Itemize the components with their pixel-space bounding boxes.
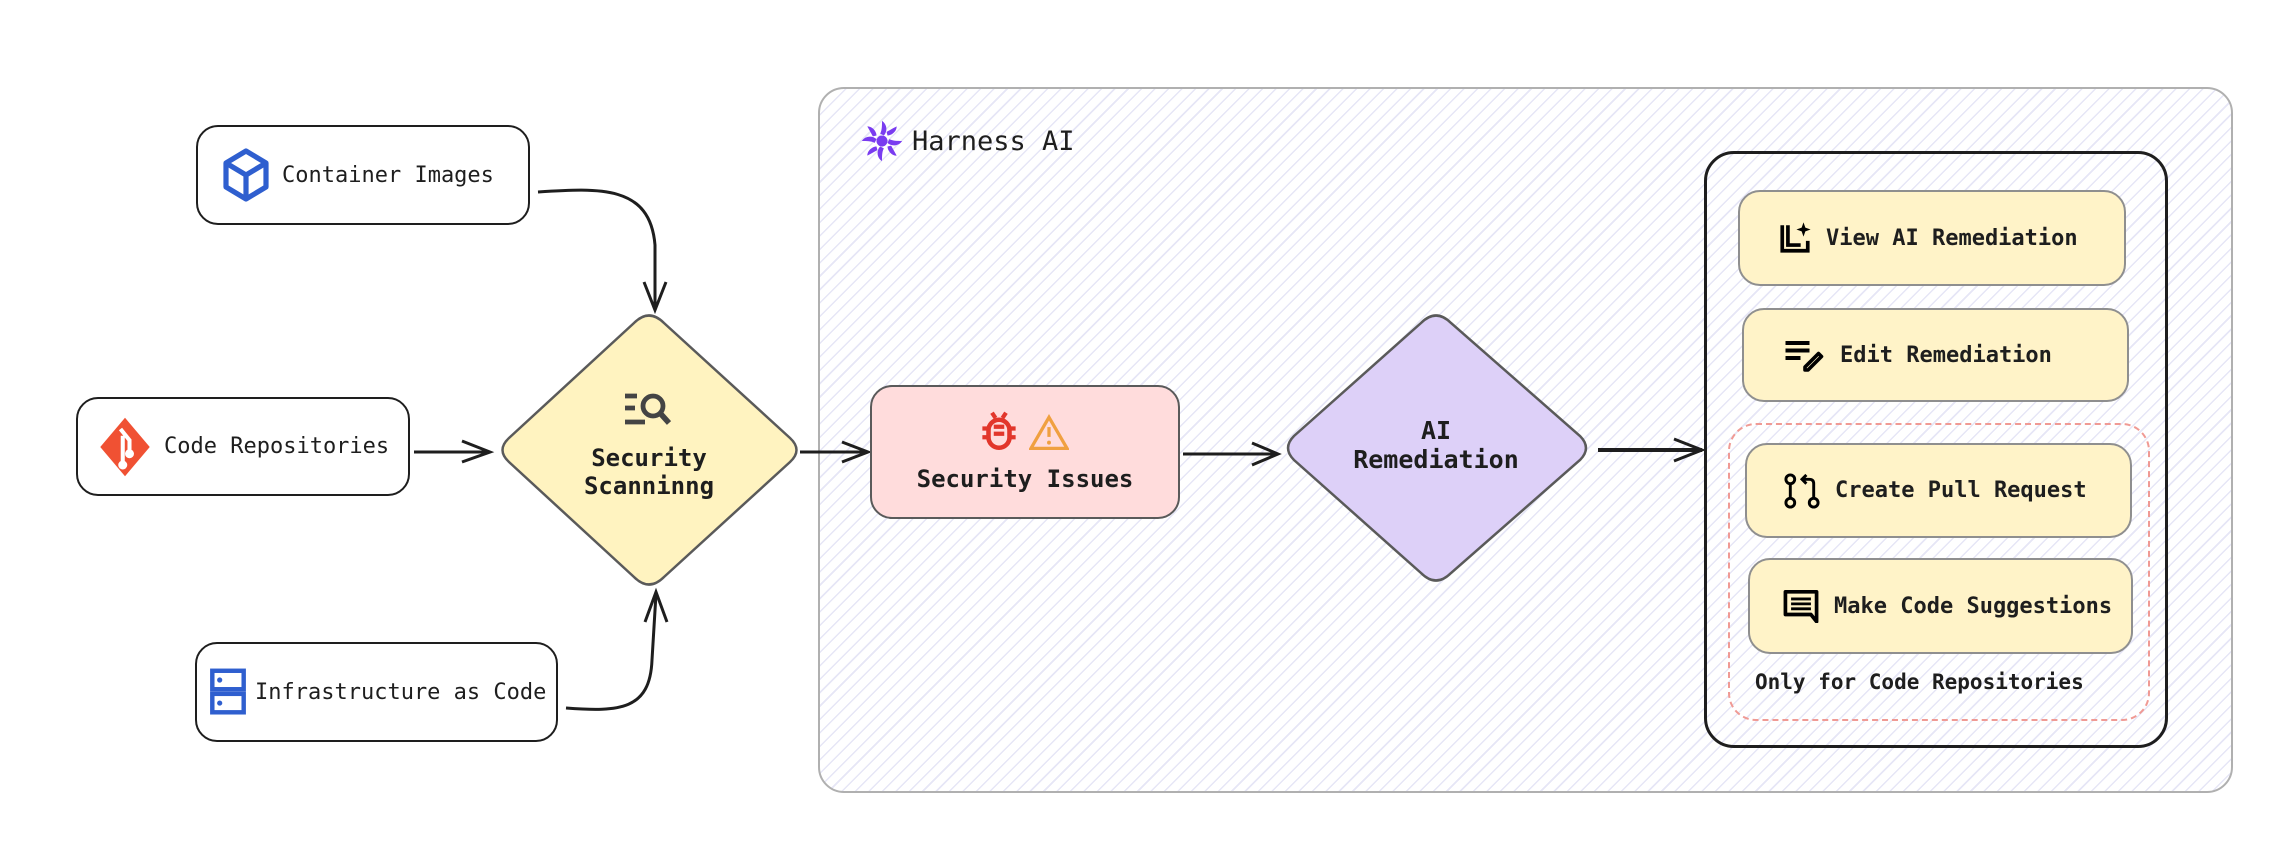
server-icon <box>210 668 246 715</box>
security-scanning-line2: Scanninng <box>583 472 715 500</box>
security-scanning-diamond <box>501 314 798 586</box>
edit-lines-icon <box>1785 341 1824 372</box>
warning-icon <box>1029 414 1069 450</box>
code-repositories-label: Code Repositories <box>164 434 390 459</box>
security-issues-label: Security Issues <box>916 465 1134 493</box>
make-code-suggestions-label: Make Code Suggestions <box>1834 593 2113 619</box>
harness-ai-title-text: Harness AI <box>912 125 1075 157</box>
edit-remediation-button[interactable]: Edit Remediation <box>1742 308 2129 402</box>
create-pull-request-button[interactable]: Create Pull Request <box>1745 443 2132 538</box>
container-images-label: Container Images <box>282 162 494 188</box>
code-repositories-only-note: Only for Code Repositories <box>1755 670 2084 694</box>
view-ai-remediation-button[interactable]: View AI Remediation <box>1738 190 2126 286</box>
code-repositories-only-group <box>1728 423 2150 721</box>
ai-remediation-diamond <box>1286 314 1588 582</box>
arrow-iac-to-scanning <box>565 587 669 711</box>
edit-remediation-label: Edit Remediation <box>1840 342 2052 368</box>
ai-document-icon <box>1780 222 1811 253</box>
make-code-suggestions-button[interactable]: Make Code Suggestions <box>1748 558 2133 654</box>
harness-ai-logo-icon <box>861 120 903 162</box>
security-scanning-node[interactable]: Security Scanninng <box>549 375 749 515</box>
arrow-container-to-scanning <box>537 188 668 315</box>
arrow-repos-to-scanning <box>414 439 495 464</box>
ai-remediation-node[interactable]: AI Remediation <box>1336 405 1536 485</box>
bug-icon <box>982 411 1016 451</box>
container-images-node[interactable]: Container Images <box>196 125 530 225</box>
git-icon <box>100 417 150 476</box>
ai-remediation-line1: AI <box>1420 416 1452 445</box>
security-scanning-line1: Security <box>591 444 707 472</box>
arrow-issues-to-remediation <box>1183 441 1282 467</box>
harness-ai-title: Harness AI <box>860 118 1075 164</box>
pull-request-icon <box>1784 472 1820 509</box>
code-repositories-node[interactable]: Code Repositories <box>76 397 410 496</box>
search-list-icon <box>625 393 672 425</box>
arrow-scanning-to-issues <box>800 440 873 464</box>
infrastructure-as-code-node[interactable]: Infrastructure as Code <box>195 642 558 742</box>
cube-icon <box>223 148 269 202</box>
ai-remediation-line2: Remediation <box>1353 445 1519 474</box>
security-issues-icons <box>981 411 1069 453</box>
comment-icon <box>1783 589 1819 623</box>
security-issues-node[interactable]: Security Issues <box>870 385 1180 519</box>
arrow-remediation-to-actions <box>1598 437 1707 463</box>
view-ai-remediation-label: View AI Remediation <box>1826 225 2078 251</box>
create-pull-request-label: Create Pull Request <box>1835 478 2087 503</box>
infrastructure-as-code-label: Infrastructure as Code <box>255 679 547 705</box>
